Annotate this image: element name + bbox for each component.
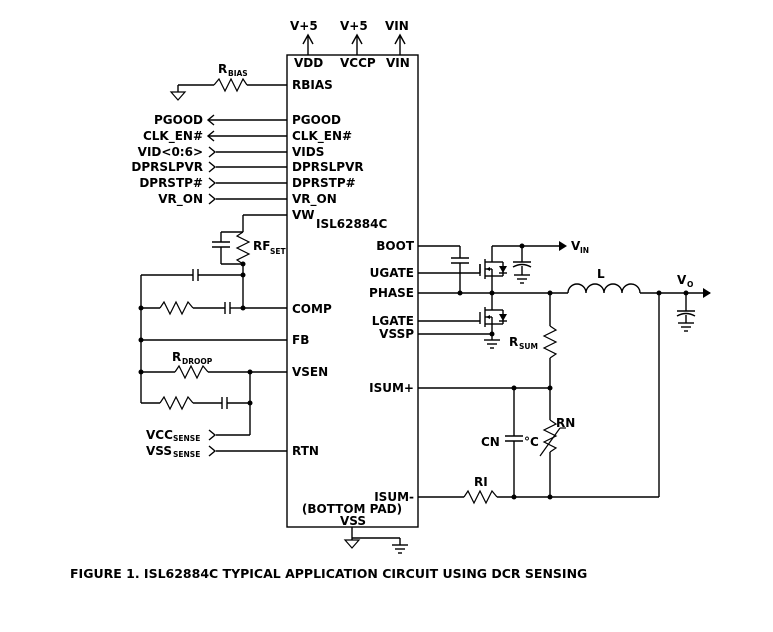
rbias-label: R xyxy=(218,62,227,76)
rbias-resistor xyxy=(169,77,287,101)
pin-vss: VSS xyxy=(340,514,366,528)
pin-phase: PHASE xyxy=(369,286,414,300)
vo-label: V xyxy=(677,273,687,287)
rdroop-label: R xyxy=(172,350,181,364)
signal-arrows xyxy=(206,114,287,205)
pin-pgood: PGOOD xyxy=(292,113,341,127)
pin-dprslpvr: DPRSLPVR xyxy=(292,160,364,174)
pin-vids: VIDS xyxy=(292,145,324,159)
rbias-label-sub: BIAS xyxy=(228,69,248,78)
pin-ugate: UGATE xyxy=(370,266,414,280)
signal-pgood: PGOOD xyxy=(154,113,203,127)
chip-name: ISL62884C xyxy=(316,217,388,231)
vin-out-label-sub: IN xyxy=(580,246,589,255)
rfset-label: RF xyxy=(253,239,270,253)
supply-arrows xyxy=(302,33,406,55)
pin-vw: VW xyxy=(292,208,315,222)
signal-vss-sense: VSS xyxy=(146,444,172,458)
thermistor-mark: °C xyxy=(524,435,539,449)
rsum-label: R xyxy=(509,335,518,349)
pin-lgate: LGATE xyxy=(372,314,414,328)
figure-caption: FIGURE 1. ISL62884C TYPICAL APPLICATION … xyxy=(70,566,587,581)
signal-vr-on: VR_ON xyxy=(158,192,203,207)
signal-vid: VID<0:6> xyxy=(138,145,203,159)
compensation-network xyxy=(138,214,287,457)
pin-vsen: VSEN xyxy=(292,365,328,379)
pin-vccp: VCCP xyxy=(340,56,376,70)
power-stage xyxy=(418,241,711,505)
inductor-label: L xyxy=(597,267,605,281)
pin-rbias: RBIAS xyxy=(292,78,333,92)
vin-out-label: V xyxy=(571,239,581,253)
pin-isum-minus: ISUM- xyxy=(374,490,414,504)
pin-fb: FB xyxy=(292,333,309,347)
vin-rail-label: VIN xyxy=(385,19,409,33)
signal-vcc-sense: VCC xyxy=(146,428,173,442)
signal-vcc-sense-sub: SENSE xyxy=(173,434,200,443)
pin-clk-en: CLK_EN# xyxy=(292,129,352,144)
signal-dprstp: DPRSTP# xyxy=(139,176,203,190)
cn-label: CN xyxy=(481,435,500,449)
bottom-ground xyxy=(343,527,408,554)
pin-boot: BOOT xyxy=(376,239,415,253)
pin-rtn: RTN xyxy=(292,444,319,458)
rdroop-label-sub: DROOP xyxy=(182,357,213,366)
rfset-label-sub: SET xyxy=(270,247,287,256)
pin-vssp: VSSP xyxy=(379,327,414,341)
ri-label: RI xyxy=(474,475,488,489)
pin-vin: VIN xyxy=(386,56,410,70)
pin-comp: COMP xyxy=(292,302,332,316)
vdd-rail-label: V+5 xyxy=(290,19,318,33)
signal-dprslpvr: DPRSLPVR xyxy=(131,160,203,174)
signal-vss-sense-sub: SENSE xyxy=(173,450,200,459)
rsum-label-sub: SUM xyxy=(519,342,538,351)
vccp-rail-label: V+5 xyxy=(340,19,368,33)
pin-vdd: VDD xyxy=(294,56,323,70)
pin-isum-plus: ISUM+ xyxy=(369,381,414,395)
bottom-pad-label: (BOTTOM PAD) xyxy=(302,502,402,516)
rn-label: RN xyxy=(556,416,575,430)
pin-dprstp: DPRSTP# xyxy=(292,176,356,190)
pin-vr-on: VR_ON xyxy=(292,192,337,207)
vo-label-sub: O xyxy=(687,280,693,289)
signal-clk-en: CLK_EN# xyxy=(143,129,203,144)
